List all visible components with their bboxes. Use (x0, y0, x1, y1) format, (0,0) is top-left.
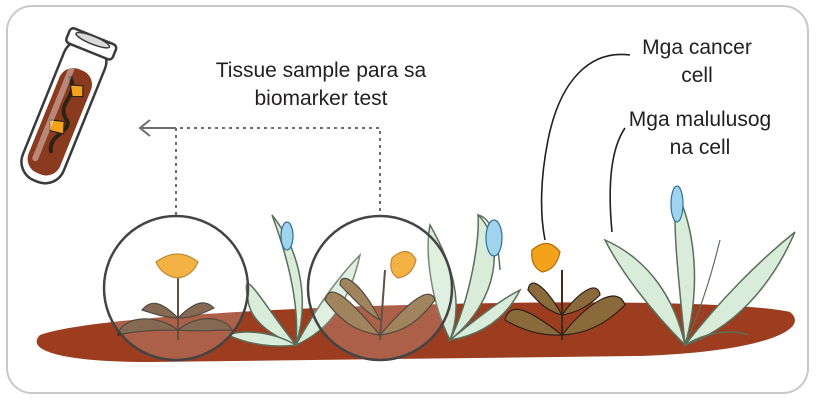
arrow-head (138, 119, 176, 137)
diseased-plant-1 (117, 253, 233, 340)
dotted-connector (175, 127, 381, 215)
sample-circle-left (102, 214, 250, 362)
test-tube-icon (20, 27, 118, 185)
healthy-cells-label: Mga malulusog na cell (628, 108, 772, 159)
diseased-plant-3 (504, 242, 626, 340)
cancer-cells-label: Mga cancer cell (642, 36, 752, 87)
diseased-plant-2 (324, 250, 436, 341)
cancer-leader-line (540, 53, 631, 241)
healthy-plant-3 (603, 185, 796, 348)
tissue-sample-label: Tissue sample para sa biomarker test (215, 59, 427, 110)
sample-circle-right (306, 214, 454, 362)
healthy-leader-line (609, 127, 626, 233)
